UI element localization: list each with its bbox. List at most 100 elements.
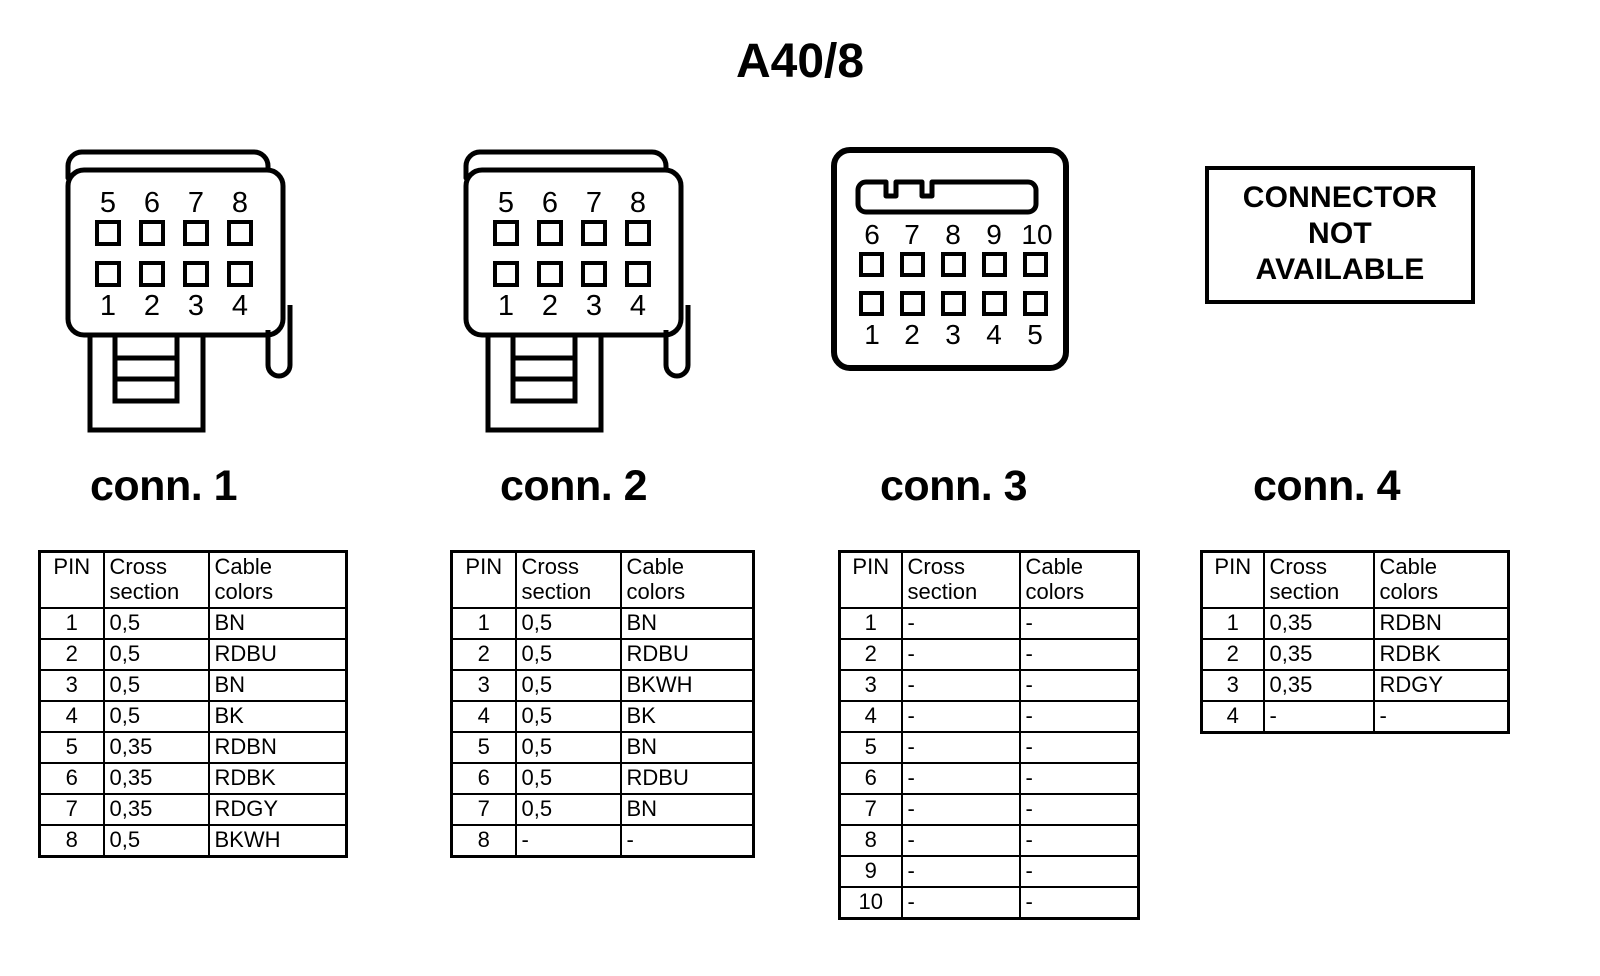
header-cable-colors-line2: colors <box>1025 578 1085 604</box>
cell-pin: 3 <box>38 669 105 703</box>
pin-number-1: 1 <box>864 319 880 350</box>
pin-cavity <box>95 220 121 246</box>
cell-cable-colors: RDBU <box>619 638 755 672</box>
pin-number-4: 4 <box>630 290 646 322</box>
header-pin: PIN <box>450 550 517 610</box>
pin-number-5: 5 <box>100 187 116 219</box>
table-row: 8-- <box>450 823 755 858</box>
pin-number-6: 6 <box>144 187 160 219</box>
connector-4-graphic: CONNECTOR NOT AVAILABLE <box>1205 130 1505 330</box>
cell-cross-section: 0,35 <box>1262 669 1375 703</box>
pin-number-2: 2 <box>144 290 160 322</box>
connector-1-graphic: 5 6 7 8 1 2 3 4 <box>60 130 360 433</box>
pin-number-7: 7 <box>904 219 920 250</box>
table-row: 2-- <box>838 638 1140 672</box>
cell-cross-section: 0,5 <box>102 823 210 858</box>
pin-cavity <box>859 252 884 277</box>
cell-pin: 9 <box>838 854 903 888</box>
cell-cross-section: - <box>900 885 1021 920</box>
cell-cross-section: - <box>900 854 1021 888</box>
pin-number-4: 4 <box>986 319 1002 350</box>
cell-pin: 3 <box>1200 669 1265 703</box>
cell-cross-section: 0,5 <box>102 638 210 672</box>
pin-cavity <box>493 261 519 287</box>
pin-number-5: 5 <box>1027 319 1043 350</box>
header-cable-colors-line1: Cable <box>1379 554 1437 579</box>
cell-cross-section: - <box>900 669 1021 703</box>
header-cable-colors-line1: Cable <box>1025 554 1083 579</box>
connector-housing-8pin-svg: 5 6 7 8 1 2 3 4 <box>65 149 293 433</box>
cell-cross-section: 0,5 <box>514 607 622 641</box>
cell-pin: 7 <box>38 792 105 826</box>
pin-cavity <box>183 220 209 246</box>
cell-cross-section: 0,5 <box>514 792 622 826</box>
cell-pin: 2 <box>1200 638 1265 672</box>
pin-cavity <box>982 291 1007 316</box>
page-title: A40/8 <box>735 35 865 88</box>
cell-cable-colors: RDBU <box>207 638 348 672</box>
pin-cavity <box>139 261 165 287</box>
cell-cable-colors: - <box>1018 669 1140 703</box>
cell-pin: 2 <box>38 638 105 672</box>
cell-pin: 7 <box>838 792 903 826</box>
cell-cable-colors: - <box>1018 762 1140 795</box>
table-row: 9-- <box>838 854 1140 888</box>
header-pin: PIN <box>1200 550 1265 610</box>
table-row: 3-- <box>838 669 1140 703</box>
cell-cable-colors: RDBN <box>1372 607 1510 641</box>
connector-3-label: conn. 3 <box>880 462 1028 510</box>
pin-cavity <box>1023 252 1048 277</box>
pin-number-3: 3 <box>945 319 961 350</box>
cell-cable-colors: - <box>1372 700 1510 734</box>
pin-cavity <box>139 220 165 246</box>
header-cable-colors-line2: colors <box>1379 578 1439 604</box>
cell-cable-colors: - <box>1018 823 1140 857</box>
pin-cavity <box>625 261 651 287</box>
cell-cable-colors: - <box>1018 854 1140 888</box>
cell-cable-colors: RDBK <box>1372 638 1510 672</box>
pin-number-6: 6 <box>864 219 880 250</box>
cell-pin: 3 <box>450 669 517 703</box>
header-cross-section-line2: section <box>109 578 180 604</box>
pin-number-2: 2 <box>904 319 920 350</box>
cell-cable-colors: BN <box>619 731 755 765</box>
cell-cable-colors: BK <box>619 700 755 734</box>
cell-cable-colors: - <box>1018 638 1140 672</box>
cell-cross-section: 0,5 <box>102 669 210 703</box>
cell-cross-section: 0,35 <box>1262 607 1375 641</box>
table-row: 1-- <box>838 607 1140 641</box>
cell-cable-colors: RDBN <box>207 731 348 765</box>
cell-cable-colors: - <box>1018 731 1140 765</box>
cell-cross-section: - <box>900 762 1021 795</box>
cell-pin: 3 <box>838 669 903 703</box>
cell-pin: 4 <box>838 700 903 734</box>
header-cable-colors-line1: Cable <box>626 554 684 579</box>
pin-cavity <box>183 261 209 287</box>
cell-pin: 5 <box>838 731 903 765</box>
pin-cavity <box>941 252 966 277</box>
cell-cross-section: 0,35 <box>102 792 210 826</box>
header-cross-section-line1: Cross <box>907 554 965 579</box>
cell-cross-section: - <box>900 607 1021 641</box>
pin-cavity <box>537 220 563 246</box>
cell-pin: 1 <box>1200 607 1265 641</box>
pin-number-9: 9 <box>986 219 1002 250</box>
cell-cross-section: 0,5 <box>514 762 622 795</box>
pin-cavity <box>625 220 651 246</box>
cell-pin: 4 <box>1200 700 1265 734</box>
